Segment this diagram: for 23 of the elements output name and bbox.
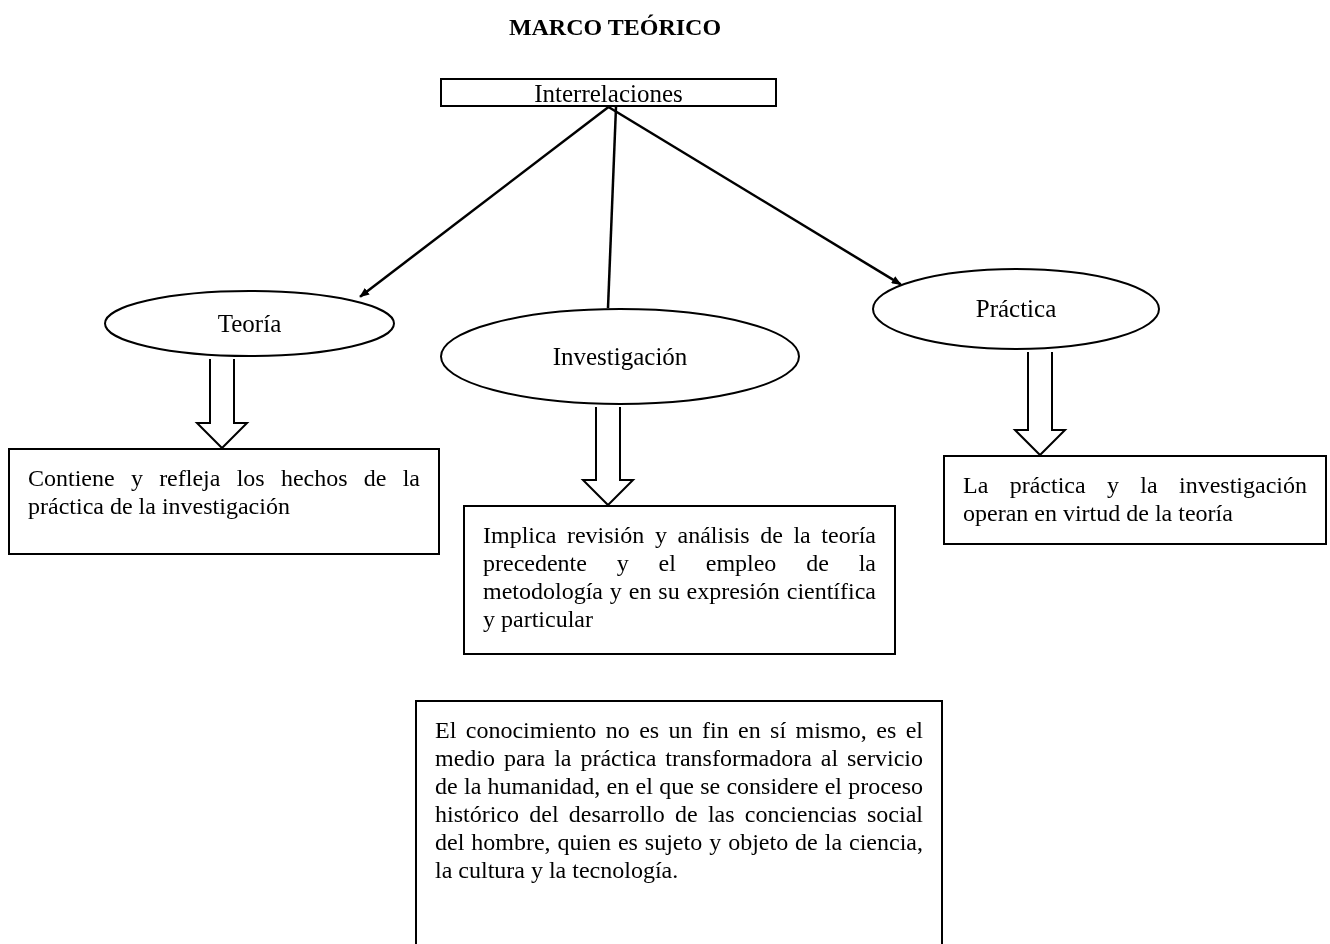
text-box <box>943 455 1327 545</box>
description-text: La práctica y la investigación operan en virtud de la teoría <box>963 471 1307 527</box>
node-label: Investigación <box>552 342 688 371</box>
description-text: El conocimiento no es un fin en sí mismo, es el medio para la práctica transformadora al servicio de la humanidad, en el que se considere el proceso histórico del desarrollo de las conciencias social del hombre, quien es sujeto y objeto de la ciencia, la cultura y la tecnología. <box>435 716 923 884</box>
block-arrow <box>580 406 636 507</box>
diagram-title: MARCO TEÓRICO <box>507 14 723 41</box>
block-arrow <box>1012 351 1068 457</box>
node-label: Práctica <box>975 295 1057 323</box>
ellipse-node <box>872 268 1160 350</box>
text-box <box>415 700 943 944</box>
arrow <box>607 105 902 286</box>
ellipse-node <box>440 308 800 405</box>
node-label: Teoría <box>217 309 282 338</box>
connector-line <box>606 106 618 309</box>
block-arrow <box>194 358 250 450</box>
description-text: Contiene y refleja los hechos de la práctica de la investigación <box>28 464 420 520</box>
concept-box <box>440 78 777 107</box>
text-box <box>463 505 896 655</box>
node-label: Interrelaciones <box>533 80 684 108</box>
arrow <box>359 106 610 298</box>
description-text: Implica revisión y análisis de la teoría precedente y el empleo de la metodología y en su expresión científica y particular <box>483 521 876 633</box>
ellipse-node <box>104 290 395 357</box>
text-box <box>8 448 440 555</box>
